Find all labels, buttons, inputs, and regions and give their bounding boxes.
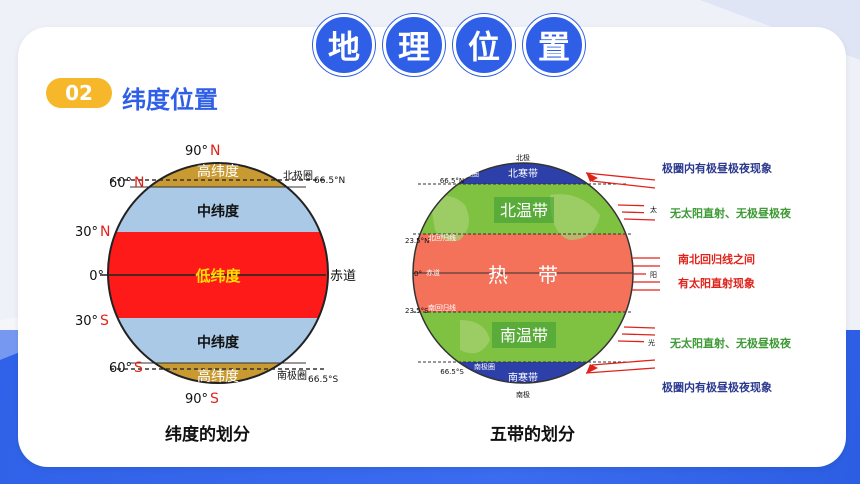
tropic-of-capricorn-label: 南回归线 <box>428 303 456 312</box>
zone-label: 南温带 <box>500 326 548 345</box>
band-label: 中纬度 <box>197 203 240 220</box>
zone-label: 北温带 <box>500 201 548 220</box>
arctic-circle-label: 北极圈 <box>283 169 313 182</box>
title-char: 理 <box>383 14 445 76</box>
zone-label-bg <box>492 322 556 348</box>
note-temperate-south: 无太阳直射、无极昼极夜 <box>669 336 792 350</box>
antarctic-circle-label: 南极圈 <box>474 362 495 371</box>
note-polar-north: 极圈内有极昼极夜现象 <box>662 161 772 175</box>
sun-char: 阳 <box>650 270 657 279</box>
zone-label: 带 <box>538 263 558 287</box>
lat-dir: S <box>100 313 109 329</box>
ray-arrow <box>586 172 598 182</box>
band-label: 中纬度 <box>197 334 240 351</box>
ray-arrow <box>586 364 598 374</box>
lat-label: 23.5°S <box>405 307 429 315</box>
lat-label: 90° <box>185 392 208 407</box>
section-number-badge: 02 <box>46 78 112 108</box>
lat-dir: N <box>134 175 144 191</box>
arctic-circle-degree: 66.5°N <box>314 176 345 186</box>
zone-label: 南寒带 <box>508 371 538 384</box>
equator-label: 赤道 <box>330 269 356 284</box>
page-title: 地 理 位 置 <box>313 14 585 76</box>
globe-outline <box>412 162 634 384</box>
band-label: 低纬度 <box>194 267 241 285</box>
lat-label: 0° <box>414 270 422 278</box>
five-zones-diagram: 北极 南极 北寒带 北温带 热 带 南温带 南寒带 66.5°N 23.5°N … <box>405 153 792 399</box>
right-caption: 五带的划分 <box>490 425 575 445</box>
sun-char-bg <box>644 202 662 214</box>
continent-shape <box>460 320 490 354</box>
north-pole-label: 北极 <box>516 153 530 162</box>
lat-label: 23.5°N <box>405 237 429 245</box>
lat-dir: N <box>210 143 220 159</box>
tropic-of-cancer-label: 北回归线 <box>428 233 456 242</box>
antarctic-circle-label: 南极圈 <box>277 369 307 382</box>
mid-latitude-north-band <box>108 187 328 232</box>
lat-dir: S <box>210 391 219 407</box>
south-pole-label: 南极 <box>516 390 530 399</box>
arctic-circle-label: 北极圈 <box>458 169 479 178</box>
band-label: 高纬度 <box>197 368 239 385</box>
band-label: 高纬度 <box>197 163 239 180</box>
lat-label: 66.5°S <box>440 368 464 376</box>
lat-label: 60° <box>109 176 132 191</box>
lat-label: 30° <box>75 314 98 329</box>
title-char: 位 <box>453 14 515 76</box>
section-title: 纬度位置 <box>122 86 218 114</box>
zone-label: 北寒带 <box>508 167 538 180</box>
sun-char-bg <box>644 336 662 348</box>
sun-char-bg <box>646 267 664 279</box>
title-char: 地 <box>313 14 375 76</box>
lat-label: 60° <box>109 361 132 376</box>
lat-label: 30° <box>75 225 98 240</box>
lat-label: 0° <box>89 269 104 284</box>
note-polar-south: 极圈内有极昼极夜现象 <box>662 380 772 394</box>
latitude-division-diagram: 高纬度 中纬度 低纬度 中纬度 高纬度 90° N 60° N 30° N 0°… <box>75 143 356 407</box>
sun-char: 太 <box>650 205 657 214</box>
continent-shape <box>430 196 469 242</box>
lat-dir: N <box>100 224 110 240</box>
zone-label: 热 <box>488 263 508 287</box>
note-temperate-north: 无太阳直射、无极昼极夜 <box>669 206 792 220</box>
note-tropic-line2: 有太阳直射现象 <box>678 276 755 290</box>
equator-label: 赤道 <box>426 268 440 277</box>
lat-dir: S <box>134 360 143 376</box>
note-tropic-line1: 南北回归线之间 <box>678 252 755 266</box>
sun-char: 光 <box>648 338 655 347</box>
title-char: 置 <box>523 14 585 76</box>
lat-label: 66.5°N <box>440 177 464 185</box>
zone-label-bg <box>494 197 554 223</box>
left-caption: 纬度的划分 <box>165 425 250 445</box>
antarctic-circle-degree: 66.5°S <box>308 375 339 385</box>
continent-shape <box>550 194 600 240</box>
globe-outline <box>107 162 329 384</box>
lat-label: 90° <box>185 144 208 159</box>
